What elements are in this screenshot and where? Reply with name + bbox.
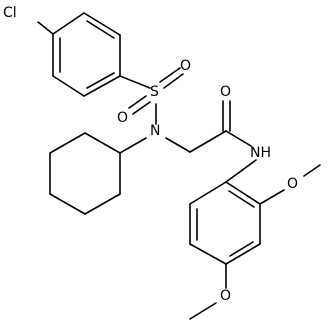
bond <box>86 72 115 89</box>
bond <box>189 243 227 265</box>
atom-label-amide-nh: NH <box>250 145 271 161</box>
bond <box>52 12 85 35</box>
atom-label-carbonyl-oxygen: O <box>220 84 231 100</box>
atom-label-methoxy-oxygen-ortho: O <box>287 176 298 192</box>
atom-label-sulfonyl-oxygen-left: O <box>117 110 128 126</box>
bond <box>159 67 181 83</box>
bond <box>229 241 254 257</box>
atom-label-methoxy-oxygen-para: O <box>220 288 231 304</box>
bond <box>225 181 261 205</box>
atom-label-sulfonamide-nitrogen: N <box>150 123 160 139</box>
atom-label-sulfur: S <box>150 84 159 100</box>
bond <box>84 132 121 154</box>
bond <box>228 190 255 208</box>
bond <box>83 75 121 97</box>
bond <box>86 20 115 39</box>
bond <box>84 193 121 215</box>
bond <box>189 130 227 153</box>
atom-label-sulfonyl-oxygen-right: O <box>180 58 191 74</box>
bond <box>37 21 54 35</box>
bond <box>49 132 86 154</box>
bond-network <box>37 12 321 320</box>
bond <box>163 73 184 89</box>
bond <box>49 193 86 215</box>
bond <box>119 75 151 89</box>
bond <box>225 130 252 147</box>
bond <box>303 164 321 177</box>
bond <box>165 137 191 153</box>
bond <box>189 302 217 320</box>
bond <box>119 137 147 154</box>
bond <box>52 75 85 97</box>
bond <box>83 12 121 36</box>
atom-label-chlorine: Cl <box>3 5 17 21</box>
bond <box>189 181 227 205</box>
bond <box>225 243 261 265</box>
bond <box>132 101 151 115</box>
bond <box>259 189 285 205</box>
bond <box>128 95 147 109</box>
bond <box>225 159 257 183</box>
atom-labels: Cl S O O N O NH O O <box>3 5 298 304</box>
